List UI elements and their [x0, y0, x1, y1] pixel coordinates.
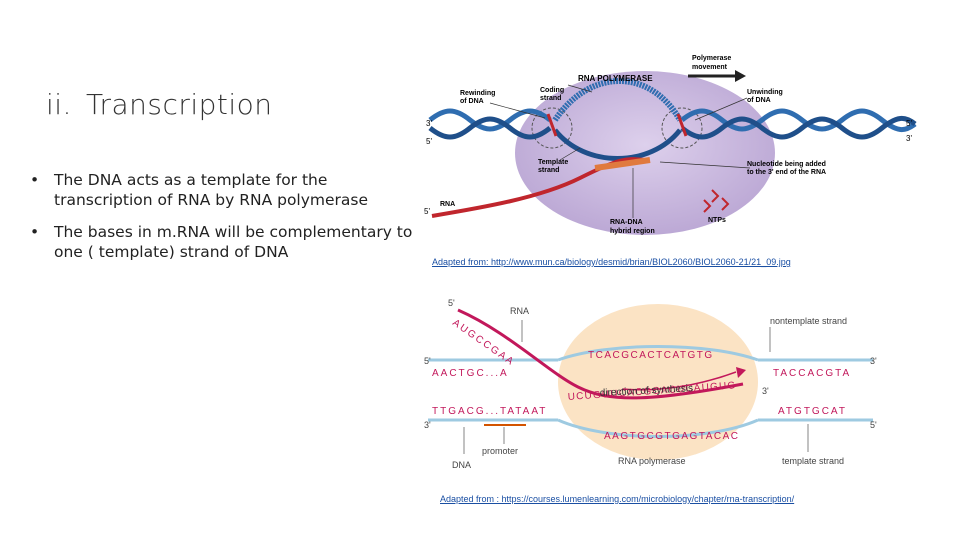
- rna-strand: [431, 157, 646, 218]
- three-prime-label: 3': [870, 356, 877, 366]
- rna-polymerase-diagram: RNA POLYMERASE Polymerase movement Codin…: [424, 55, 917, 235]
- polymerase-bubble: [558, 304, 758, 460]
- unwind-circle: [661, 107, 703, 149]
- five-prime-label: 5': [424, 356, 431, 366]
- title-text: Transcription: [85, 88, 273, 121]
- nucleotide-label: to the 3' end of the RNA: [747, 169, 826, 176]
- direction-arrow-icon: [622, 371, 737, 391]
- unwinding-label: Unwinding: [747, 89, 783, 96]
- hybrid-label: RNA-DNA: [610, 219, 643, 226]
- rewinding-label: Rewinding: [460, 90, 495, 97]
- template-bottom-left-seq: TTGACG...TATAAT: [432, 406, 547, 417]
- three-prime-label: 3': [426, 119, 432, 128]
- promoter-label: promoter: [482, 446, 518, 456]
- nucleotide-label: Nucleotide being added: [747, 161, 826, 168]
- arrowhead-icon: [736, 367, 746, 378]
- dna-helix: [428, 78, 917, 161]
- rna-label: RNA: [440, 201, 455, 208]
- coding-strand-label: Coding: [540, 87, 564, 94]
- three-prime-label: 3': [906, 134, 912, 143]
- coding-strand-label: strand: [540, 95, 561, 102]
- figure2-caption-link[interactable]: Adapted from : https://courses.lumenlear…: [440, 494, 795, 504]
- bullet-text: The bases in m.RNA will be complementary…: [54, 223, 413, 261]
- bullet-dot-icon: •: [30, 171, 40, 189]
- title-number: ii.: [46, 88, 72, 121]
- arrowhead-icon: [735, 70, 746, 82]
- rewind-circle: [531, 107, 573, 149]
- ntp-icon: [711, 189, 720, 203]
- hybrid-label: hybrid region: [610, 228, 655, 235]
- mrna-strand: [457, 308, 744, 400]
- template-strand-label: Template: [538, 159, 568, 166]
- bubble-bottom-seq: AAGTGCGTGAGTACAC: [604, 431, 740, 442]
- five-prime-label: 5': [426, 137, 432, 146]
- ntp-icon: [703, 199, 712, 213]
- bullet-item: • The bases in m.RNA will be complementar…: [30, 222, 415, 262]
- five-prime-label: 5': [424, 207, 430, 216]
- direction-label: direction of synthesis: [600, 383, 694, 399]
- ntps-label: NTPs: [708, 217, 726, 224]
- template-strand-label: template strand: [782, 456, 844, 466]
- five-prime-label: 5': [448, 298, 455, 308]
- template-left-seq: AACTGC...A: [432, 368, 509, 379]
- figure1-caption-link[interactable]: Adapted from: http://www.mun.ca/biology/…: [432, 257, 791, 267]
- five-prime-label: 5': [906, 119, 912, 128]
- polymerase-label: RNA polymerase: [618, 456, 686, 466]
- bullet-list: • The DNA acts as a template for the tran…: [30, 170, 415, 274]
- template-bottom-right-seq: ATGTGCAT: [778, 406, 847, 417]
- nontemplate-right-seq: TACCACGTA: [773, 368, 851, 379]
- bullet-dot-icon: •: [30, 223, 40, 241]
- three-prime-label: 3': [424, 420, 431, 430]
- movement-label: Polymerase: [692, 55, 731, 62]
- transcription-bubble-diagram: AACTGC...A TACCACGTA TCACGCACTCATGTG TTG…: [424, 298, 877, 470]
- rna-dna-hybrid: [594, 157, 651, 171]
- ntp-icon: [721, 197, 730, 211]
- template-strand-label: strand: [538, 167, 559, 174]
- three-prime-label: 3': [762, 386, 769, 396]
- slide-title: ii. Transcription: [46, 88, 273, 121]
- bullet-text: The DNA acts as a template for the trans…: [54, 171, 369, 209]
- five-prime-label: 5': [870, 420, 877, 430]
- nontemplate-strand-label: nontemplate strand: [770, 316, 847, 326]
- unwinding-label: of DNA: [747, 97, 771, 104]
- dna-label: DNA: [452, 460, 471, 470]
- rna-label: RNA: [510, 306, 529, 316]
- enzyme-label: RNA POLYMERASE: [578, 74, 653, 83]
- movement-label: movement: [692, 64, 728, 71]
- bubble-top-seq: TCACGCACTCATGTG: [588, 350, 714, 361]
- rewinding-label: of DNA: [460, 98, 484, 105]
- bullet-item: • The DNA acts as a template for the tran…: [30, 170, 415, 210]
